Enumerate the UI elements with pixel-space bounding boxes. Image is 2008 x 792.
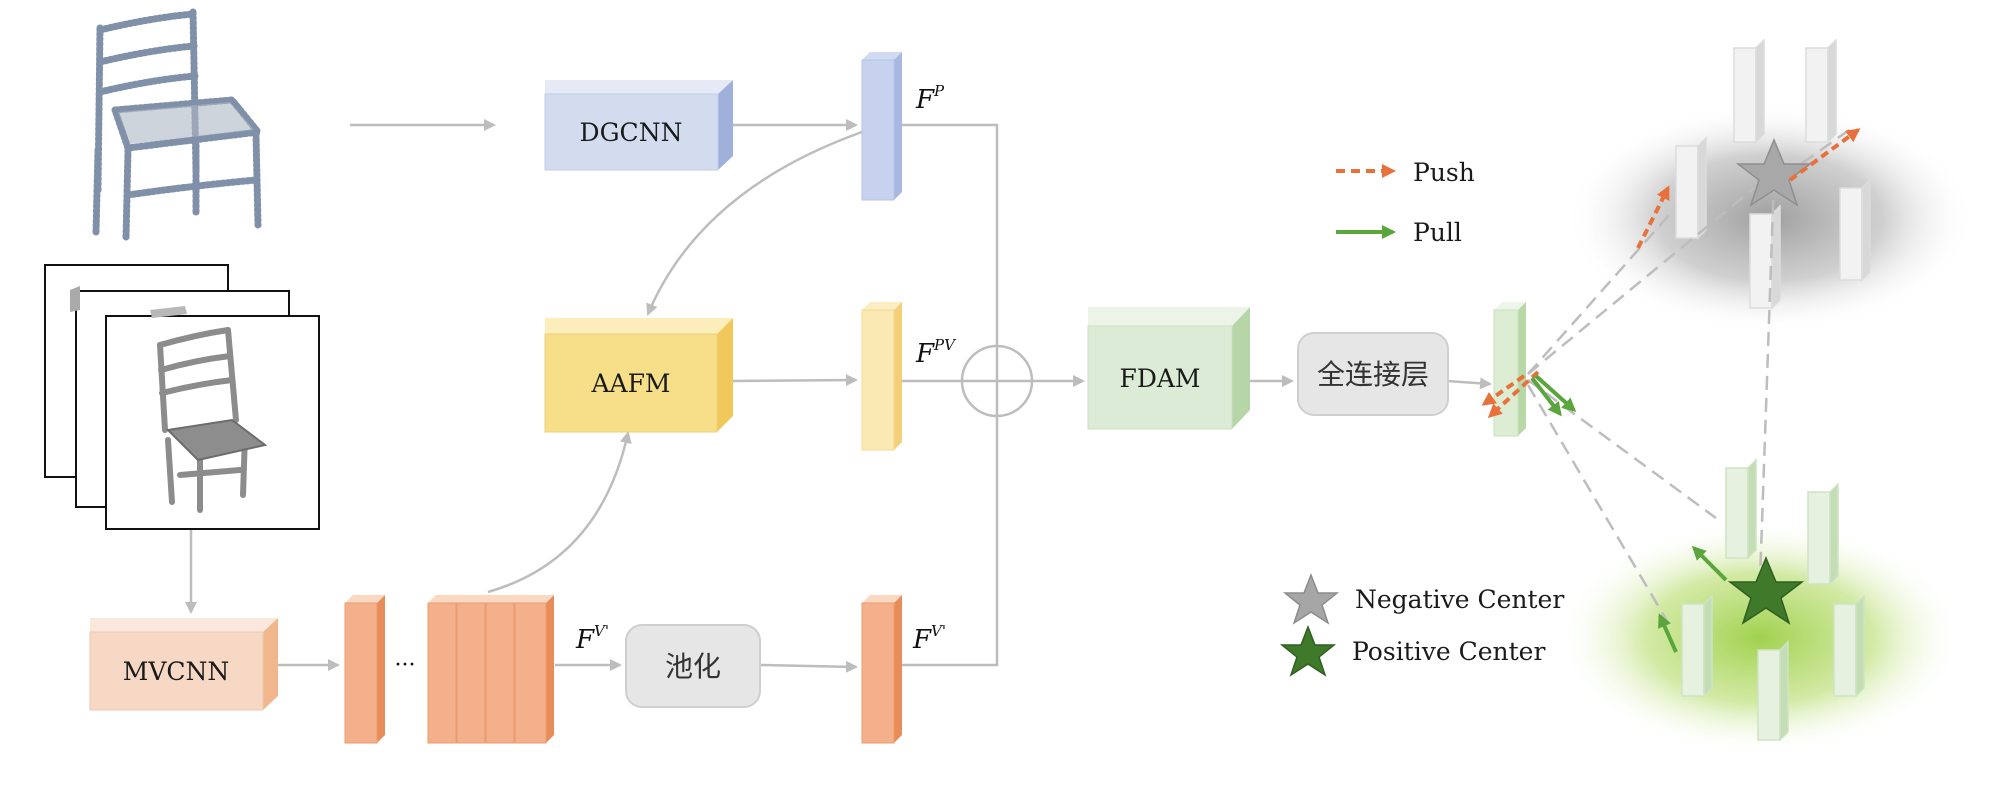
svg-text:V': V': [931, 622, 946, 640]
positive-sample-bars: [1681, 458, 1865, 742]
pull-arrows: [1530, 374, 1728, 653]
push-arrows: [1481, 128, 1861, 419]
view-feature-stack: [427, 595, 554, 744]
arrow-fc-to-embed: [1446, 377, 1492, 390]
fpv-label: F PV: [915, 336, 957, 369]
dgcnn-block: DGCNN: [544, 80, 733, 171]
arrow-fp-to-aafm: [646, 130, 863, 316]
ellipsis: ···: [395, 653, 416, 678]
svg-text:PV: PV: [933, 336, 957, 354]
rendered-chair: [157, 327, 248, 513]
fdam-label: FDAM: [1119, 364, 1200, 393]
svg-text:F: F: [575, 625, 595, 655]
negative-center-star-icon: [1282, 572, 1340, 625]
fdam-block: FDAM: [1087, 307, 1250, 430]
pool-block: 池化: [625, 624, 761, 708]
fv-label-right: F V': [912, 622, 946, 655]
point-cloud-chair-image: [92, 8, 265, 242]
arrow-pool-to-fv: [759, 660, 858, 673]
point-cloud-seat-texture: [118, 102, 254, 144]
push-legend-label: Push: [1413, 158, 1475, 187]
pull-legend-label: Pull: [1413, 218, 1462, 247]
distance-links: [1526, 126, 1853, 627]
positive-center-label: Positive Center: [1352, 637, 1545, 666]
arrow-fv-to-aafm: [487, 431, 632, 594]
embedding-feature-bar: [1493, 302, 1526, 437]
positive-center-star: [1727, 556, 1805, 625]
fp-feature-bar: [861, 52, 902, 201]
aafm-label: AAFM: [590, 369, 670, 398]
fc-block: 全连接层: [1297, 332, 1449, 416]
legend: Push Pull Negative Center Positive Cente…: [1279, 158, 1564, 677]
concat-operator: [960, 344, 1034, 418]
mvcnn-label: MVCNN: [123, 657, 230, 686]
positive-center-star-icon: [1279, 624, 1337, 677]
svg-text:P: P: [933, 82, 945, 100]
fpv-feature-bar: [861, 302, 902, 451]
negative-sample-bars: [1675, 38, 1871, 310]
mvcnn-block: MVCNN: [89, 618, 278, 711]
negative-center-star: [1735, 138, 1813, 207]
multi-view-images: [44, 264, 320, 530]
svg-text:V': V': [594, 622, 609, 640]
svg-text:F: F: [915, 339, 935, 369]
positive-cluster: [1555, 520, 1965, 756]
aafm-block: AAFM: [544, 318, 733, 433]
fv-label-left: F V': [575, 622, 609, 655]
svg-text:F: F: [915, 85, 935, 115]
pool-label: 池化: [665, 650, 721, 683]
mvcnn-feature-bar: [344, 595, 385, 744]
svg-text:F: F: [912, 625, 932, 655]
fv-feature-bar-right: [861, 595, 902, 744]
fp-label: F P: [915, 82, 945, 115]
fc-label: 全连接层: [1317, 358, 1429, 391]
negative-center-label: Negative Center: [1355, 585, 1564, 614]
dgcnn-label: DGCNN: [580, 118, 683, 147]
arrow-aafm-to-fpv: [732, 374, 858, 387]
